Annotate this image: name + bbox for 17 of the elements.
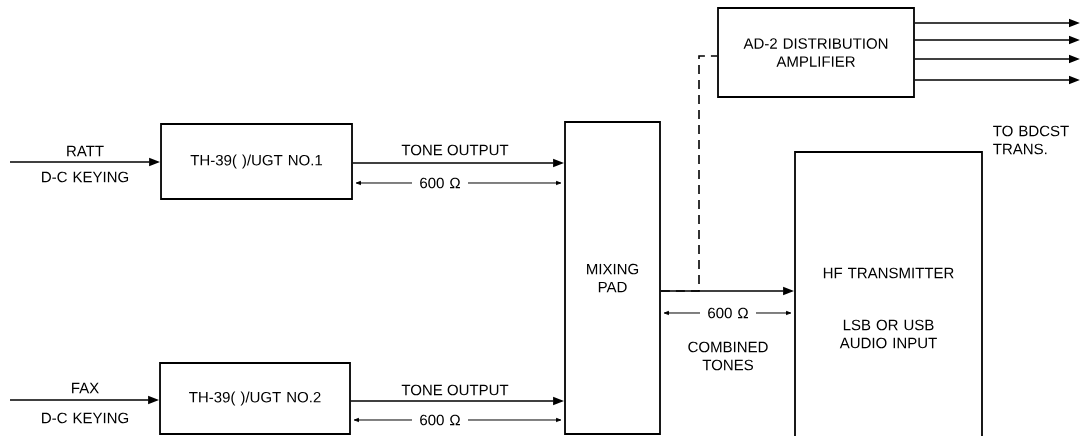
signal-label: D-C KEYING [42, 171, 129, 183]
edge-label: RATT [67, 145, 104, 157]
impedance-label: 600 Ω [412, 412, 468, 428]
converter-box: TH-39( )/UGT NO.2 [159, 362, 351, 435]
amplifier-box: AD-2 DISTRIBUTION AMPLIFIER [717, 7, 915, 98]
edge-label: TONE OUTPUT [401, 384, 509, 396]
converter-box: TH-39( )/UGT NO.1 [160, 123, 353, 200]
destination-label: TO BDCST TRANS. [993, 125, 1069, 155]
impedance-label: 600 Ω [700, 305, 756, 321]
transmitter-box: HF TRANSMITTER LSB OR USB AUDIO INPUT [794, 151, 983, 436]
edge-label: FAX [72, 382, 99, 394]
connector-line [660, 55, 718, 292]
signal-label: D-C KEYING [42, 412, 129, 424]
signal-label: COMBINED TONES [688, 341, 768, 371]
impedance-label: 600 Ω [412, 175, 468, 191]
edge-label: TONE OUTPUT [401, 144, 509, 156]
mixing-pad-box: MIXING PAD [564, 121, 661, 435]
